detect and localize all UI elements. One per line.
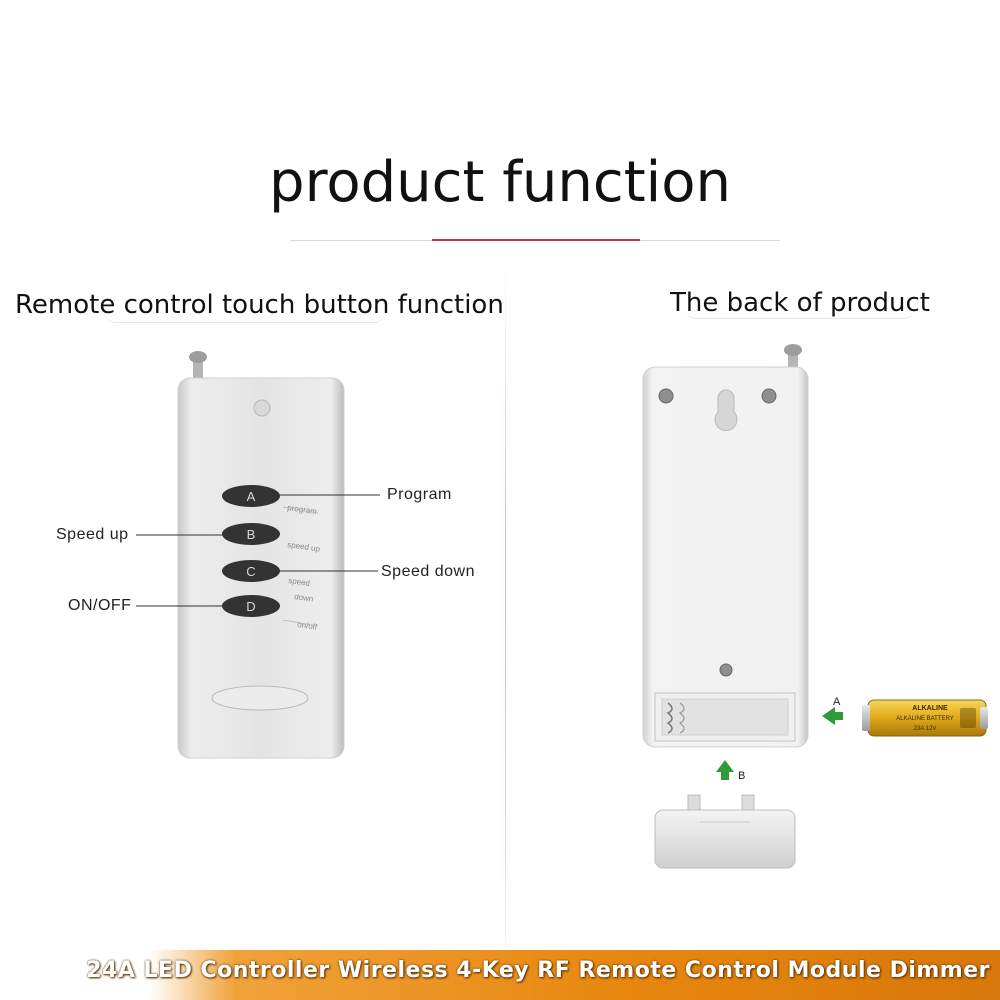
antenna-left	[193, 358, 203, 382]
arrow-b-label: B	[738, 770, 745, 782]
led-indicator	[253, 399, 271, 417]
back-body	[642, 366, 809, 748]
keyhole-mount	[714, 389, 738, 431]
insert-arrow-a: A	[822, 696, 843, 725]
screw-top-right	[761, 388, 777, 404]
printed-label-down: down	[294, 592, 314, 604]
screw-top-left	[658, 388, 674, 404]
button-d[interactable]	[222, 595, 280, 617]
button-c[interactable]	[222, 560, 280, 582]
heading-right-underline	[685, 308, 915, 319]
button-c-letter: C	[246, 564, 255, 579]
callout-on-off: ON/OFF	[68, 597, 132, 614]
page-title: product function	[269, 150, 731, 215]
printed-label-speed: speed	[288, 576, 311, 588]
remote-front: A B C D program speed up speed down on/o…	[177, 351, 345, 759]
battery-brand: ALKALINE	[912, 705, 948, 712]
arrow-a-label: A	[833, 696, 841, 708]
screw-bottom	[719, 663, 733, 677]
callout-program: Program	[387, 486, 452, 503]
heading-left-underline	[105, 312, 385, 323]
callout-speed-up: Speed up	[56, 526, 129, 543]
battery-line2: 23A 12V	[914, 726, 937, 732]
remote-back	[642, 344, 809, 748]
battery-spring	[666, 702, 673, 734]
left-section-heading: Remote control touch button function	[15, 290, 504, 320]
insert-arrow-b: B	[716, 760, 745, 782]
title-divider-accent	[432, 239, 640, 241]
antenna-right	[788, 350, 798, 372]
printed-label-on-off: on/off	[297, 620, 319, 632]
button-b[interactable]	[222, 523, 280, 545]
battery-cover	[654, 794, 796, 869]
printed-label-program: program	[287, 503, 318, 516]
button-b-letter: B	[247, 527, 256, 542]
remote-bottom-oval	[211, 685, 309, 711]
button-d-letter: D	[246, 599, 255, 614]
product-banner-text: 24A LED Controller Wireless 4-Key RF Rem…	[86, 958, 990, 983]
right-section-heading: The back of product	[670, 288, 930, 318]
callout-speed-down: Speed down	[381, 563, 475, 580]
product-banner: 24A LED Controller Wireless 4-Key RF Rem…	[86, 950, 1000, 1000]
center-divider	[505, 260, 506, 1000]
battery: ALKALINE ALKALINE BATTERY 23A 12V	[862, 699, 988, 737]
button-a[interactable]	[222, 485, 280, 507]
button-a-letter: A	[247, 489, 256, 504]
battery-line1: ALKALINE BATTERY	[896, 716, 953, 722]
